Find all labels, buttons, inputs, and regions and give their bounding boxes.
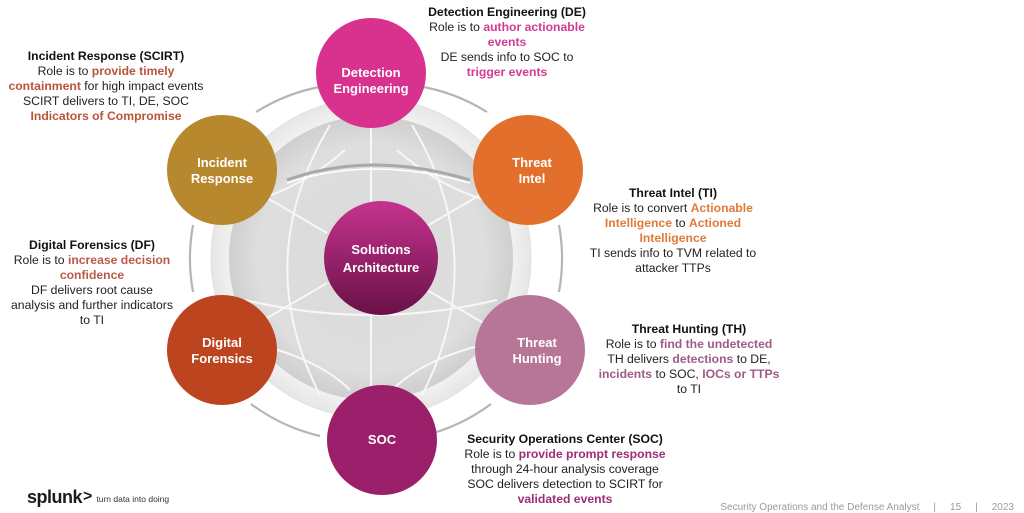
page-number: 15 <box>950 502 962 513</box>
desc-soc-title: Security Operations Center (SOC) <box>467 432 663 446</box>
desc-ir-title: Incident Response (SCIRT) <box>27 49 185 63</box>
footer-year: 2023 <box>991 502 1014 513</box>
node-ir-line2: Response <box>191 171 253 186</box>
desc-soc-l1a: Role is to <box>464 447 519 461</box>
node-th-line1: Threat <box>517 335 557 350</box>
desc-th-highlight-1: find the undetected <box>659 337 773 351</box>
node-ir-line1: Incident <box>197 155 248 170</box>
node-center-line1: Solutions <box>351 242 410 257</box>
node-df-line2: Forensics <box>191 351 252 366</box>
desc-ir-highlight-3: Indicators of Compromise <box>30 109 182 123</box>
desc-ir-l2b: for high impact events <box>80 79 204 93</box>
node-digital-forensics[interactable]: Digital Forensics <box>167 295 277 405</box>
desc-df-highlight-2: confidence <box>59 268 125 282</box>
node-ti-line2: Intel <box>519 171 546 186</box>
ir-ti-connector-arc <box>286 163 471 182</box>
desc-threat-intel: Threat Intel (TI) Role is to convert Act… <box>578 186 768 276</box>
desc-ti-l4: TI sends info to TVM related to <box>589 246 757 260</box>
desc-de-l1a: Role is to <box>429 20 484 34</box>
desc-de-highlight-2: events <box>487 35 527 49</box>
footer-separator: | <box>933 502 937 513</box>
desc-de-title: Detection Engineering (DE) <box>428 5 586 19</box>
desc-th-title: Threat Hunting (TH) <box>631 322 747 336</box>
desc-soc: Security Operations Center (SOC) Role is… <box>460 432 670 507</box>
desc-soc-l2: through 24-hour analysis coverage <box>471 462 659 476</box>
node-threat-hunting[interactable]: Threat Hunting <box>475 295 585 405</box>
desc-ti-highlight-3: Actioned <box>688 216 742 230</box>
node-soc-line1: SOC <box>368 432 397 447</box>
node-ti-line1: Threat <box>512 155 552 170</box>
desc-ti-highlight-1: Actionable <box>690 201 753 215</box>
node-th-line2: Hunting <box>512 351 561 366</box>
desc-ir-highlight-1: provide timely <box>91 64 175 78</box>
desc-df-l5: to TI <box>79 313 105 327</box>
logo-tagline: turn data into doing <box>96 494 170 504</box>
desc-soc-highlight-1: provide prompt response <box>518 447 666 461</box>
desc-ti-l5: attacker TTPs <box>635 261 711 275</box>
desc-th-highlight-4: IOCs or TTPs <box>702 367 780 381</box>
desc-threat-hunting: Threat Hunting (TH) Role is to find the … <box>591 322 787 397</box>
desc-detection-engineering: Detection Engineering (DE) Role is to au… <box>412 5 602 80</box>
desc-digital-forensics: Digital Forensics (DF) Role is to increa… <box>2 238 182 328</box>
desc-ir-highlight-2: containment <box>8 79 81 93</box>
desc-th-highlight-3: incidents <box>598 367 653 381</box>
desc-df-highlight-1: increase decision <box>67 253 171 267</box>
desc-df-l4: analysis and further indicators <box>11 298 173 312</box>
desc-th-l3b: to SOC, <box>652 367 703 381</box>
desc-th-l1a: Role is to <box>605 337 660 351</box>
node-solutions-architecture[interactable]: Solutions Architecture <box>324 201 438 315</box>
desc-ti-l2b: to <box>671 216 689 230</box>
desc-ir-l1a: Role is to <box>37 64 92 78</box>
desc-th-l2c: to DE, <box>733 352 771 366</box>
desc-soc-l3: SOC delivers detection to SCIRT for <box>467 477 663 491</box>
desc-df-l1a: Role is to <box>13 253 68 267</box>
node-de-line2: Engineering <box>333 81 408 96</box>
desc-df-l3: DF delivers root cause <box>31 283 153 297</box>
node-detection-engineering[interactable]: Detection Engineering <box>316 18 426 128</box>
desc-ti-highlight-4: Intelligence <box>639 231 707 245</box>
slide-footer: Security Operations and the Defense Anal… <box>720 502 1014 513</box>
node-center-line2: Architecture <box>343 260 420 275</box>
desc-th-l4: to TI <box>676 382 702 396</box>
desc-ti-title: Threat Intel (TI) <box>628 186 718 200</box>
desc-soc-highlight-2: validated events <box>517 492 613 506</box>
desc-incident-response: Incident Response (SCIRT) Role is to pro… <box>6 49 206 124</box>
deck-title: Security Operations and the Defense Anal… <box>720 502 920 513</box>
desc-ir-l3: SCIRT delivers to TI, DE, SOC <box>23 94 189 108</box>
desc-de-l3: DE sends info to SOC to <box>440 50 574 64</box>
logo-wordmark: splunk <box>27 487 83 507</box>
node-de-line1: Detection <box>341 65 400 80</box>
desc-de-highlight-1: author actionable <box>483 20 585 34</box>
desc-ti-l1a: Role is to convert <box>593 201 691 215</box>
desc-ti-highlight-2: Intelligence <box>604 216 672 230</box>
node-df-line1: Digital <box>202 335 242 350</box>
node-soc[interactable]: SOC <box>327 385 437 495</box>
splunk-logo: splunk > turn data into doing <box>27 488 169 506</box>
desc-df-title: Digital Forensics (DF) <box>29 238 155 252</box>
node-threat-intel[interactable]: Threat Intel <box>473 115 583 225</box>
desc-de-highlight-3: trigger events <box>466 65 548 79</box>
desc-th-l2a: TH delivers <box>607 352 673 366</box>
node-incident-response[interactable]: Incident Response <box>167 115 277 225</box>
footer-separator: | <box>975 502 978 513</box>
chevron-right-icon: > <box>83 488 93 505</box>
desc-th-highlight-2: detections <box>672 352 734 366</box>
